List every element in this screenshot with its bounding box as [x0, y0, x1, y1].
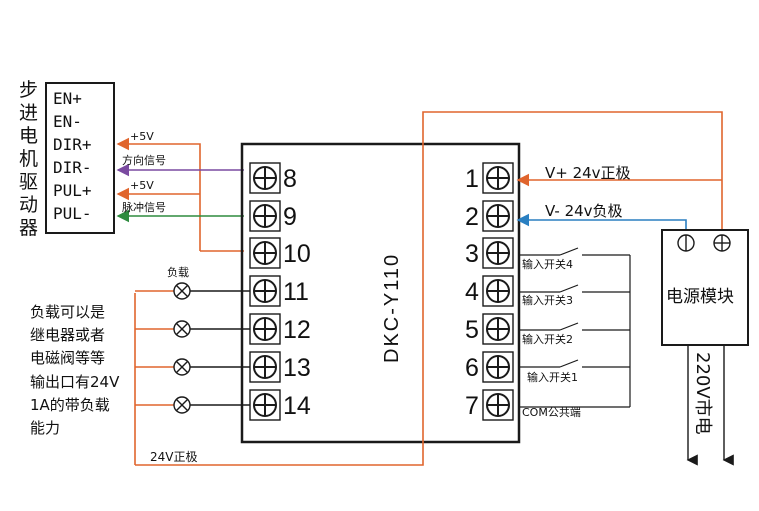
- wire-24v-positive-loop: [135, 111, 723, 466]
- load-group: [135, 282, 250, 414]
- terminal-7: 7: [465, 389, 514, 421]
- terminal-12-number: 12: [283, 316, 311, 344]
- controller-model: DKC-Y110: [381, 253, 403, 363]
- terminal-13: 13: [249, 351, 311, 383]
- driver-pin-pul-plus: PUL+: [53, 181, 92, 200]
- terminal-14-number: 14: [283, 392, 311, 420]
- load-lamp-icon: [135, 358, 250, 376]
- label-v-plus: V+ 24v正极: [545, 164, 631, 182]
- input-switch-wiring: [518, 247, 631, 408]
- terminal-8-number: 8: [283, 165, 297, 193]
- driver-pin-dir-plus: DIR+: [53, 135, 92, 154]
- svg-text:继电器或者: 继电器或者: [30, 326, 105, 344]
- terminal-3-number: 3: [465, 240, 479, 268]
- mains-label: 220V市电: [692, 352, 713, 435]
- terminal-8: 8: [249, 162, 297, 194]
- svg-text:器: 器: [19, 217, 38, 239]
- terminal-9: 9: [249, 200, 297, 232]
- terminal-3: 3: [465, 237, 514, 269]
- terminal-6-number: 6: [465, 354, 479, 382]
- terminal-4-number: 4: [465, 278, 479, 306]
- load-lamp-icon: [135, 396, 250, 414]
- label-input2: 输入开关2: [522, 332, 573, 346]
- load-lamp-icon: [135, 320, 250, 338]
- svg-text:输出口有24V: 输出口有24V: [30, 373, 120, 391]
- svg-text:动: 动: [19, 194, 38, 216]
- load-lamp-icon: [135, 282, 250, 300]
- driver-pin-pul-minus: PUL-: [53, 204, 92, 223]
- label-com: COM公共端: [522, 406, 581, 419]
- label-input1: 输入开关1: [527, 370, 578, 384]
- terminal-1: 1: [465, 162, 514, 194]
- label-5v-b: +5V: [130, 179, 154, 192]
- svg-text:步: 步: [19, 79, 38, 101]
- label-v-minus: V- 24v负极: [545, 202, 623, 220]
- label-direction: 方向信号: [122, 153, 166, 167]
- svg-text:机: 机: [19, 148, 38, 170]
- svg-text:进: 进: [19, 102, 38, 124]
- terminal-2: 2: [465, 200, 514, 232]
- terminal-14: 14: [249, 389, 311, 421]
- svg-text:能力: 能力: [30, 419, 60, 437]
- terminal-10-number: 10: [283, 240, 311, 268]
- driver-label: 步 进 电 机 驱 动 器: [19, 79, 38, 239]
- terminal-4: 4: [465, 275, 514, 307]
- label-pulse: 脉冲信号: [122, 200, 166, 214]
- svg-text:负载可以是: 负载可以是: [30, 303, 105, 321]
- label-input3: 输入开关3: [522, 293, 573, 307]
- terminal-5: 5: [465, 313, 514, 345]
- bottom-24v-label: 24V正极: [150, 450, 197, 464]
- label-input4: 输入开关4: [522, 257, 573, 271]
- terminal-2-number: 2: [465, 203, 479, 231]
- terminal-11: 11: [249, 275, 309, 307]
- terminal-5-number: 5: [465, 316, 479, 344]
- power-terminal-minus-icon: [677, 234, 695, 252]
- svg-text:驱: 驱: [19, 171, 38, 193]
- svg-text:电: 电: [19, 125, 38, 147]
- driver-pin-dir-minus: DIR-: [53, 158, 92, 177]
- load-label: 负载: [167, 265, 189, 279]
- right-terminal-group: 1 2 3 4 5 6 7: [465, 162, 514, 421]
- power-terminal-plus-icon: [713, 234, 731, 252]
- terminal-11-number: 11: [283, 278, 309, 306]
- terminal-1-number: 1: [465, 165, 479, 193]
- controller-box: [240, 142, 521, 444]
- terminal-9-number: 9: [283, 203, 297, 231]
- terminal-12: 12: [249, 313, 311, 345]
- driver-pin-en-minus: EN-: [53, 112, 82, 131]
- terminal-10: 10: [249, 237, 311, 269]
- left-terminal-group: 8 9 10 11 12 13 14: [249, 162, 311, 421]
- power-module-box: [661, 229, 749, 346]
- wire-v-minus: [516, 213, 687, 230]
- load-description: 负载可以是 继电器或者 电磁阀等等 输出口有24V 1A的带负载 能力: [30, 303, 120, 437]
- driver-pin-en-plus: EN+: [53, 89, 82, 108]
- terminal-13-number: 13: [283, 354, 311, 382]
- svg-text:1A的带负载: 1A的带负载: [30, 396, 110, 414]
- svg-text:电磁阀等等: 电磁阀等等: [30, 349, 105, 367]
- power-module-label: 电源模块: [666, 287, 734, 307]
- label-5v-a: +5V: [130, 130, 154, 143]
- terminal-7-number: 7: [465, 392, 479, 420]
- terminal-6: 6: [465, 351, 514, 383]
- driver-box: [45, 82, 115, 234]
